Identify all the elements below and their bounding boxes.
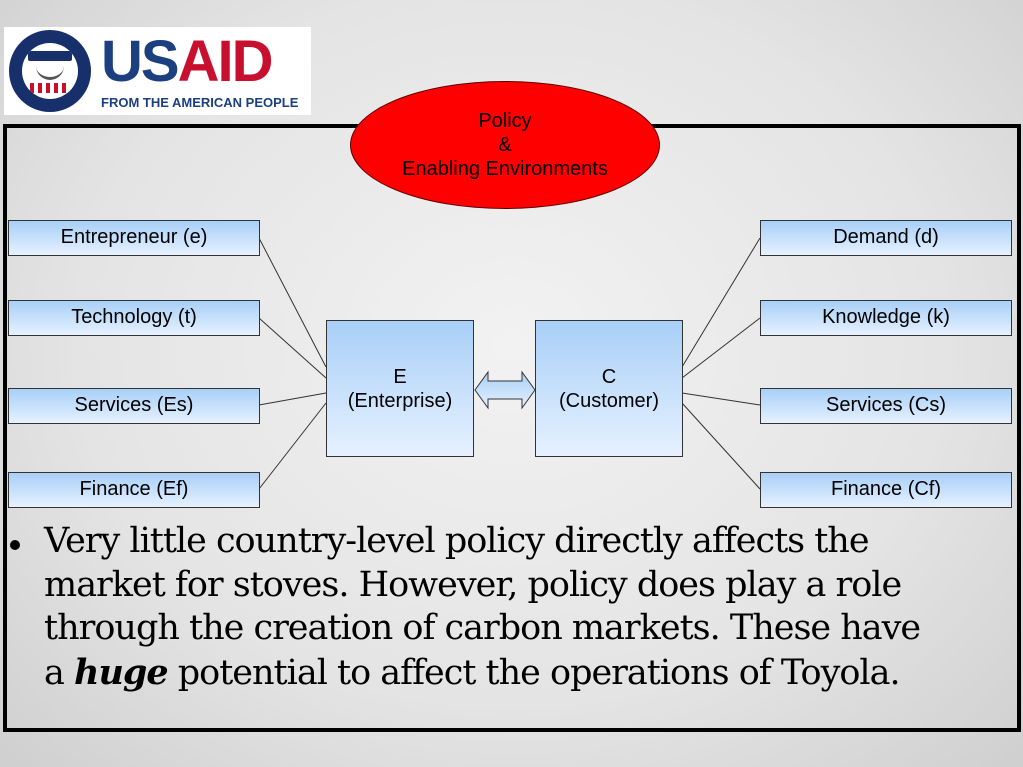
logo-wordmark: USAID: [101, 29, 273, 94]
enterprise-letter: E: [393, 366, 407, 388]
policy-line3: Enabling Environments: [402, 158, 608, 180]
connector-finance-cf: [681, 402, 761, 490]
box-demand: Demand (d): [760, 220, 1012, 256]
enterprise-box: E (Enterprise): [326, 320, 474, 457]
box-finance-cf: Finance (Cf): [760, 472, 1012, 508]
box-services-cs: Services (Cs): [760, 388, 1012, 424]
usaid-seal-icon: [9, 30, 91, 112]
customer-box: C (Customer): [535, 320, 683, 457]
box-knowledge: Knowledge (k): [760, 300, 1012, 336]
logo-tagline: FROM THE AMERICAN PEOPLE: [101, 95, 299, 110]
enterprise-label: (Enterprise): [347, 390, 453, 412]
connector-entrepreneur: [258, 237, 327, 368]
connector-services-cs: [681, 392, 761, 406]
policy-ellipse: Policy & Enabling Environments: [350, 81, 660, 209]
bullet-text: Very little country-level policy directl…: [44, 521, 921, 693]
bullet-dot-icon: [10, 540, 20, 550]
customer-letter: C: [601, 366, 617, 388]
usaid-logo: USAID FROM THE AMERICAN PEOPLE: [4, 27, 311, 115]
box-finance-ef: Finance (Ef): [8, 472, 260, 508]
customer-label: (Customer): [558, 390, 659, 412]
policy-line1: Policy: [478, 110, 532, 132]
policy-line2: &: [498, 134, 512, 156]
connector-demand: [681, 237, 761, 368]
box-entrepreneur: Entrepreneur (e): [8, 220, 260, 256]
box-services-es: Services (Es): [8, 388, 260, 424]
connector-services-es: [258, 392, 327, 406]
connector-knowledge: [681, 317, 761, 379]
connector-technology: [258, 317, 327, 379]
double-arrow-icon: [474, 370, 536, 410]
box-technology: Technology (t): [8, 300, 260, 336]
bullet-emphasis: huge: [74, 651, 169, 693]
connector-finance-ef: [258, 402, 327, 490]
